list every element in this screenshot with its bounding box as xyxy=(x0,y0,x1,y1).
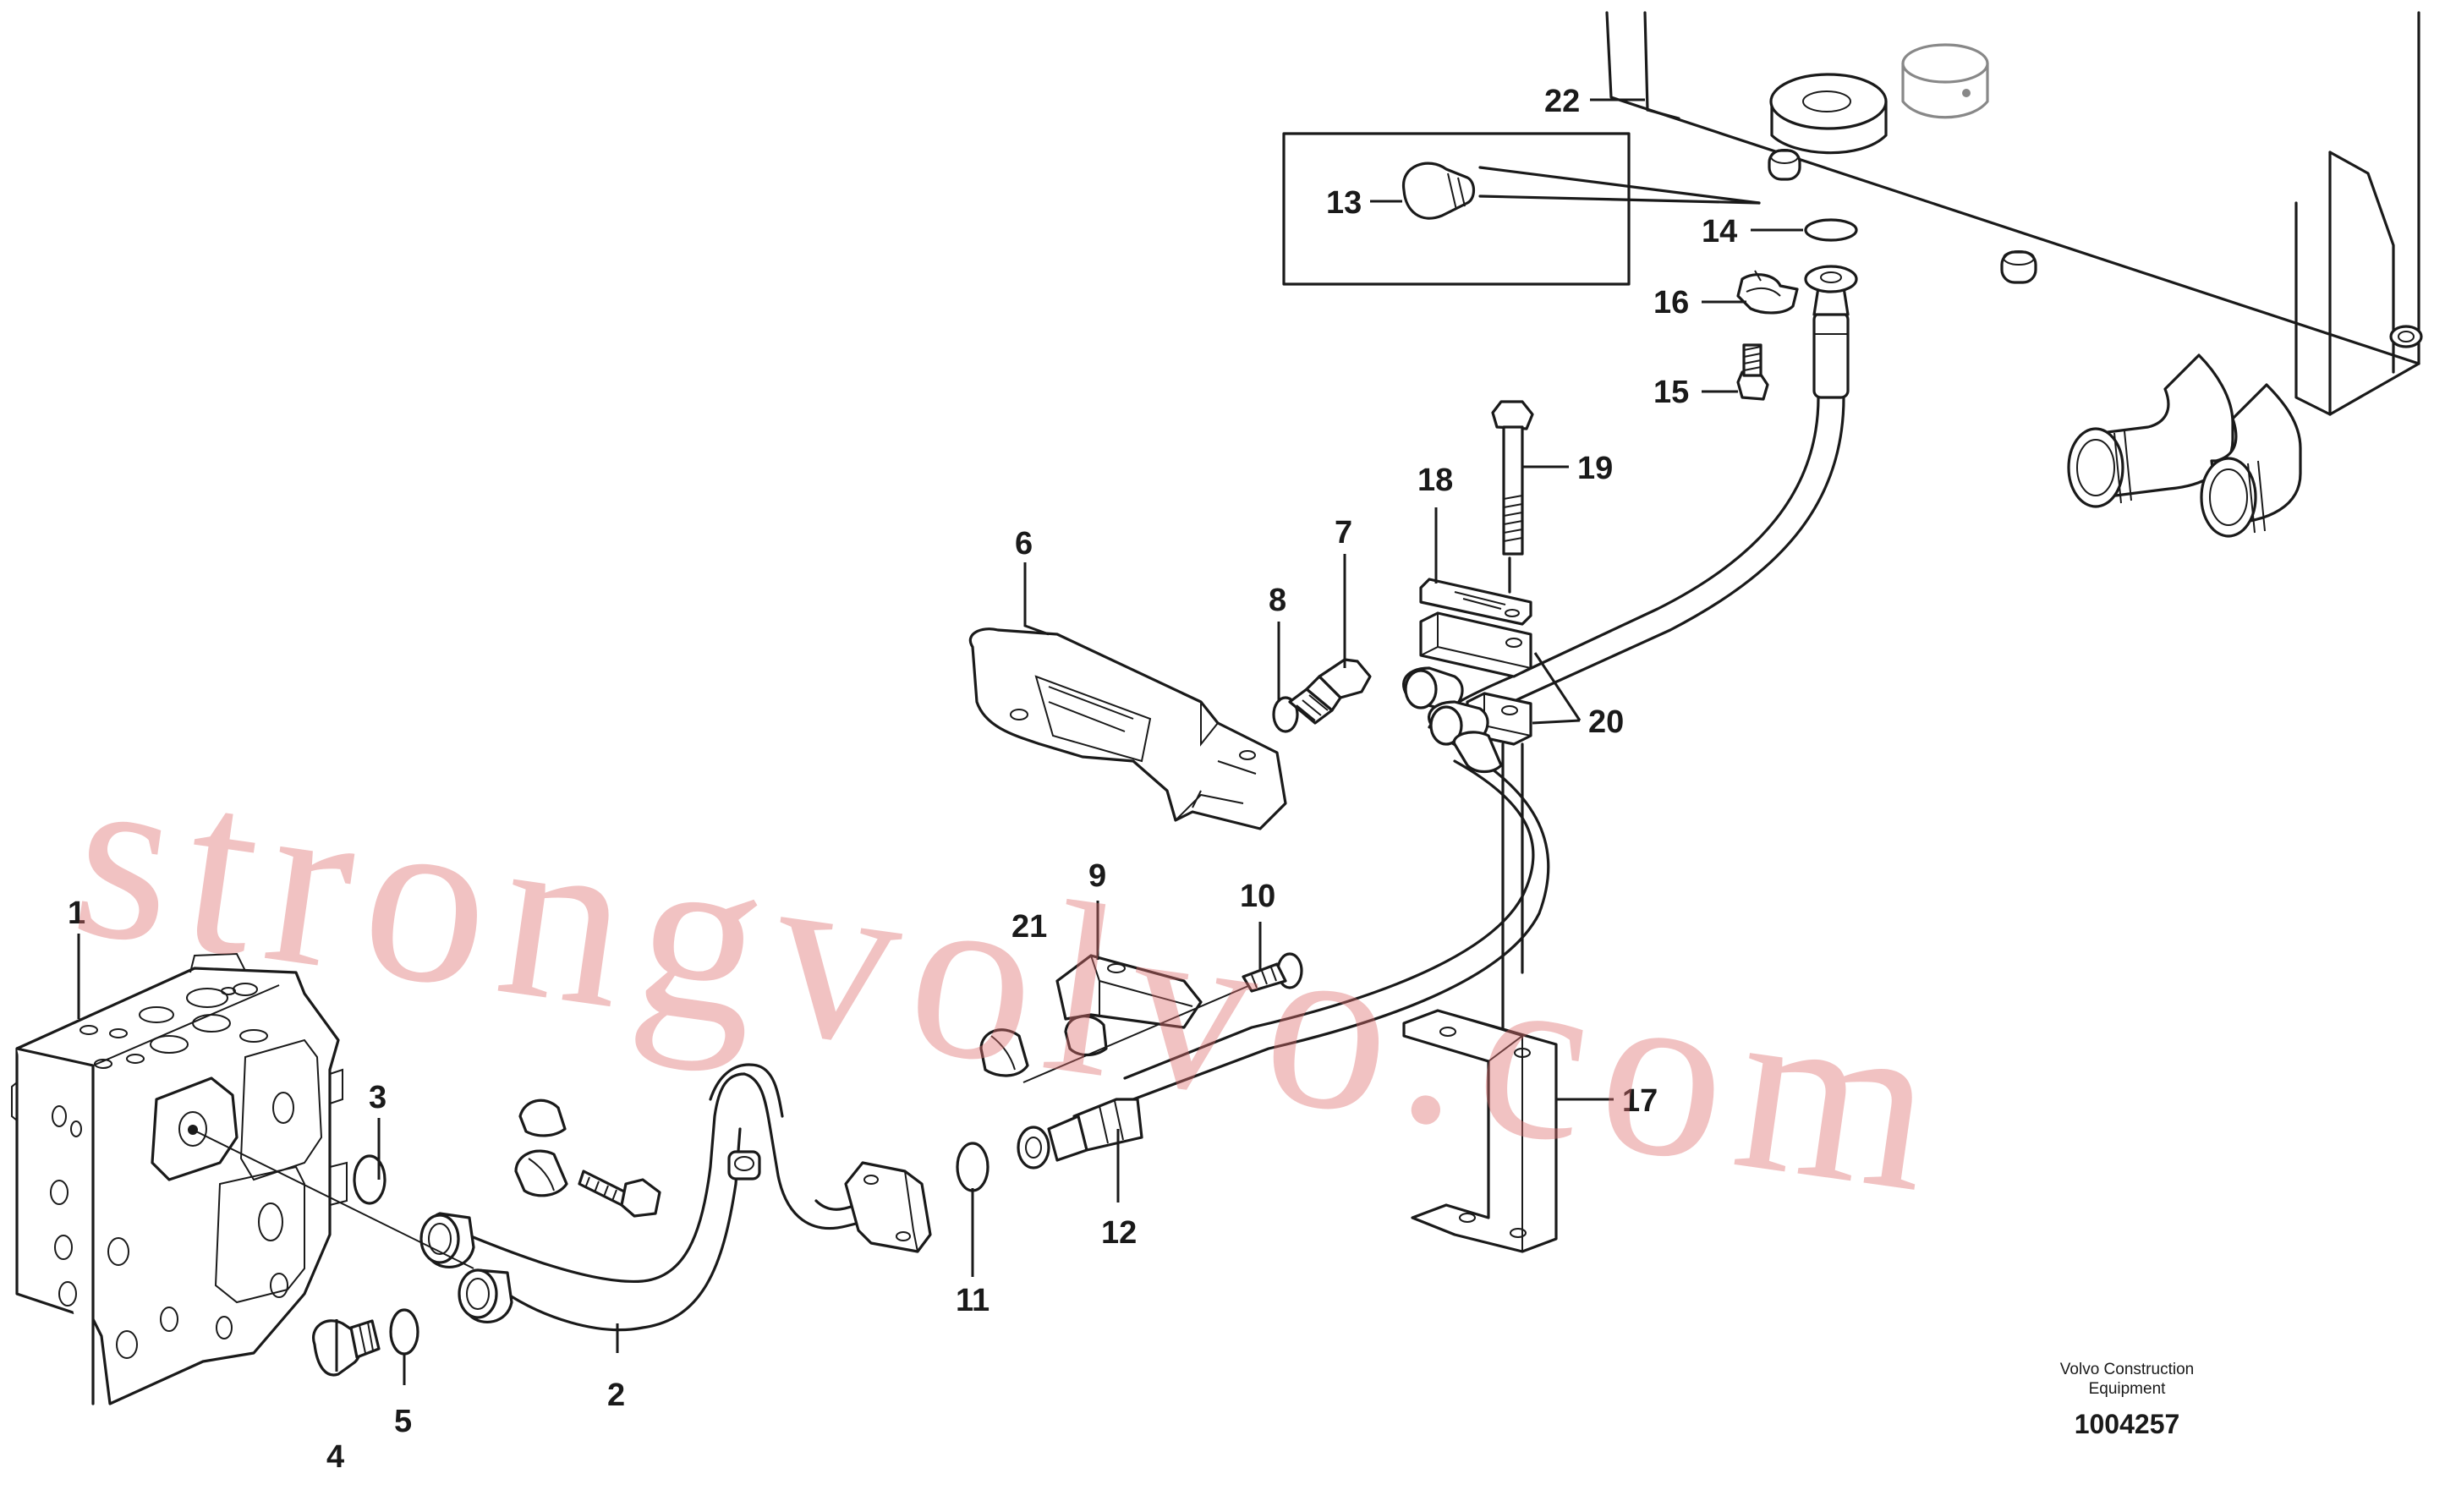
callout-6: 6 xyxy=(1015,526,1033,562)
callout-22: 22 xyxy=(1544,84,1580,119)
callout-14: 14 xyxy=(1702,214,1737,249)
callout-1: 1 xyxy=(68,896,85,931)
callout-2: 2 xyxy=(607,1378,625,1413)
part-15-bolt xyxy=(1736,343,1769,401)
footer-company-line2: Equipment xyxy=(2089,1380,2167,1398)
hose-middle xyxy=(1123,666,1550,1101)
part-7-bolt xyxy=(1288,658,1372,725)
part-13-plug xyxy=(1402,162,1476,220)
part-21-axis-line xyxy=(1022,980,1261,1083)
part-10-bolt xyxy=(1242,952,1303,993)
callout-5: 5 xyxy=(394,1404,412,1439)
callout-16: 16 xyxy=(1653,285,1689,320)
callout-18: 18 xyxy=(1417,463,1453,498)
callout-4: 4 xyxy=(326,1439,344,1475)
callout-8: 8 xyxy=(1269,583,1286,618)
part-17-bracket xyxy=(1402,1009,1558,1253)
pipe-clamp-set xyxy=(514,1098,661,1218)
callout-20: 20 xyxy=(1588,704,1624,740)
callout-labels: 1 2 3 4 5 6 7 8 9 10 11 12 13 14 15 16 1… xyxy=(68,84,1737,1475)
footer-company-line1: Volvo Construction xyxy=(2060,1361,2194,1378)
callout-9: 9 xyxy=(1088,858,1106,894)
part-21-clamp xyxy=(979,1015,1108,1077)
part-12-hose-fitting xyxy=(1017,1098,1143,1170)
part-1-control-valve xyxy=(11,952,348,1405)
part-9-bracket xyxy=(1055,954,1203,1029)
callout-7: 7 xyxy=(1335,515,1352,551)
part-22-tank xyxy=(1605,11,2423,538)
footer: Volvo Construction Equipment 1004257 xyxy=(2060,1361,2194,1439)
part-2-pipe xyxy=(419,1063,932,1332)
part-13-inset xyxy=(1282,132,1761,286)
callout-19: 19 xyxy=(1577,451,1613,486)
callout-11: 11 xyxy=(956,1283,990,1318)
part-16-clamp xyxy=(1736,270,1799,315)
footer-drawing-number: 1004257 xyxy=(2075,1409,2180,1439)
callout-21: 21 xyxy=(1011,909,1047,945)
part-14-oring xyxy=(1804,218,1858,242)
part-3-oring xyxy=(353,1154,386,1205)
watermark-text: strongvolvo.com xyxy=(60,715,1963,1246)
callout-15: 15 xyxy=(1653,375,1689,410)
part-4-plug xyxy=(312,1319,381,1377)
callout-13: 13 xyxy=(1326,185,1362,221)
callout-3: 3 xyxy=(369,1080,386,1115)
callout-12: 12 xyxy=(1101,1215,1137,1251)
part-6-bracket xyxy=(968,627,1287,830)
part-8-washer xyxy=(1272,696,1299,733)
callout-10: 10 xyxy=(1240,879,1275,914)
part-11-oring xyxy=(956,1142,990,1192)
leader-lines xyxy=(77,98,1803,1385)
part-1-axis-line xyxy=(192,1129,474,1269)
part-5-oring xyxy=(389,1308,419,1356)
part-18-plate xyxy=(1419,578,1532,626)
callout-17: 17 xyxy=(1622,1083,1658,1119)
part-19-long-bolt xyxy=(1491,400,1534,556)
